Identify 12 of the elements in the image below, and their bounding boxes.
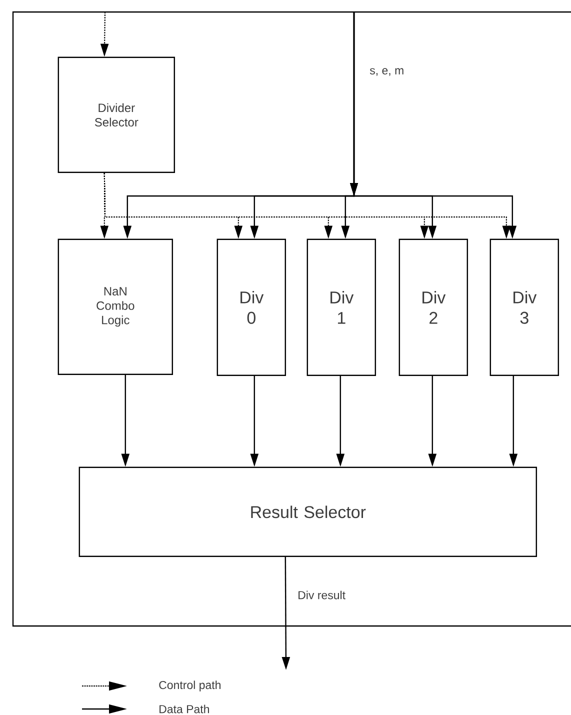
- frame-box: [12, 11, 571, 627]
- process-box: NaN Combo Logic: [58, 238, 173, 375]
- edge-label: s, e, m: [368, 67, 406, 77]
- edge-label: Div result: [296, 590, 347, 600]
- legend-label: Control path: [159, 680, 220, 692]
- process-box: Div 2: [398, 238, 468, 376]
- process-box: Div 1: [306, 238, 376, 376]
- process-box: Div 3: [490, 238, 559, 376]
- process-box: Div 0: [216, 238, 286, 376]
- result-selector-box: Result Selector: [78, 466, 537, 557]
- legend-label: Data Path: [160, 704, 209, 714]
- process-box: Divider Selector: [58, 56, 175, 173]
